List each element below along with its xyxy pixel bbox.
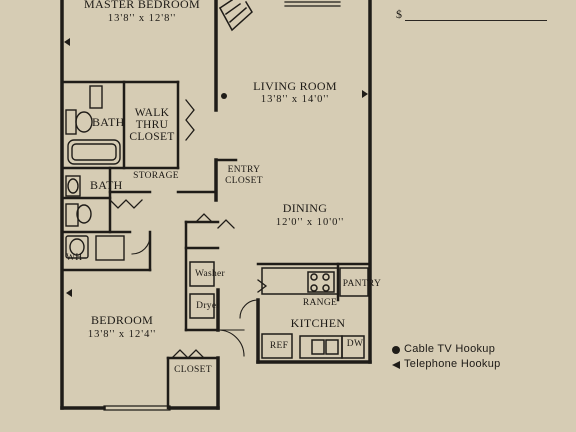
washer-label: Washer bbox=[194, 269, 226, 279]
walk-thru-closet-label-2: THRU bbox=[135, 119, 169, 131]
windows bbox=[103, 1, 341, 411]
laundry-boxes bbox=[189, 261, 215, 319]
bath2-label: BATH bbox=[90, 178, 123, 192]
entry-closet-label-1: ENTRY bbox=[227, 165, 261, 175]
living-room-label: LIVING ROOM bbox=[253, 79, 337, 93]
entry-closet-label-2: CLOSET bbox=[225, 176, 263, 186]
bath1-fixtures bbox=[65, 85, 121, 165]
interior-walls bbox=[60, 80, 372, 410]
telephone-hookup-icon bbox=[66, 289, 72, 297]
dw-label: DW bbox=[346, 339, 364, 349]
master-bedroom-label: MASTER BEDROOM bbox=[84, 0, 200, 11]
walk-thru-closet-label-1: WALK bbox=[134, 107, 170, 119]
range-label: RANGE bbox=[302, 298, 338, 308]
legend-cable-tv: Cable TV Hookup bbox=[404, 343, 496, 355]
living-room-dims: 13'8'' x 14'0'' bbox=[260, 94, 330, 105]
telephone-hookup-icon bbox=[64, 38, 70, 46]
telephone-hookup-icon bbox=[362, 90, 368, 98]
hookup-markers bbox=[64, 38, 400, 369]
storage-label: STORAGE bbox=[133, 171, 179, 181]
legend-triangle-icon bbox=[392, 361, 400, 369]
bedroom-dims: 13'8'' x 12'4'' bbox=[87, 329, 157, 340]
fireplace bbox=[218, 0, 253, 32]
bath1-label: BATH bbox=[92, 115, 125, 129]
dryer-label: Dryer bbox=[196, 301, 220, 311]
water-heater-label: WH bbox=[66, 253, 83, 263]
dining-dims: 12'0'' x 10'0'' bbox=[275, 217, 345, 228]
kitchen-counters bbox=[261, 267, 369, 359]
closet-label: CLOSET bbox=[174, 365, 212, 375]
pantry-label: PANTRY bbox=[342, 279, 382, 289]
legend-telephone: Telephone Hookup bbox=[404, 358, 501, 370]
door-swings bbox=[61, 81, 259, 357]
closet-doors bbox=[109, 99, 268, 359]
kitchen-label: KITCHEN bbox=[290, 316, 346, 330]
bath2-fixtures bbox=[65, 175, 125, 261]
cable-tv-hookup-icon bbox=[221, 93, 227, 99]
price-blank bbox=[405, 20, 547, 21]
master-bedroom-dims: 13'8'' x 12'8'' bbox=[107, 13, 177, 24]
bedroom-label: BEDROOM bbox=[90, 313, 154, 327]
price-symbol: $ bbox=[396, 7, 403, 21]
walk-thru-closet-label-3: CLOSET bbox=[129, 131, 175, 143]
exterior-walls bbox=[60, 0, 372, 410]
dining-label: DINING bbox=[282, 201, 328, 215]
legend-circle-icon bbox=[392, 346, 400, 354]
ref-label: REF bbox=[269, 341, 289, 351]
